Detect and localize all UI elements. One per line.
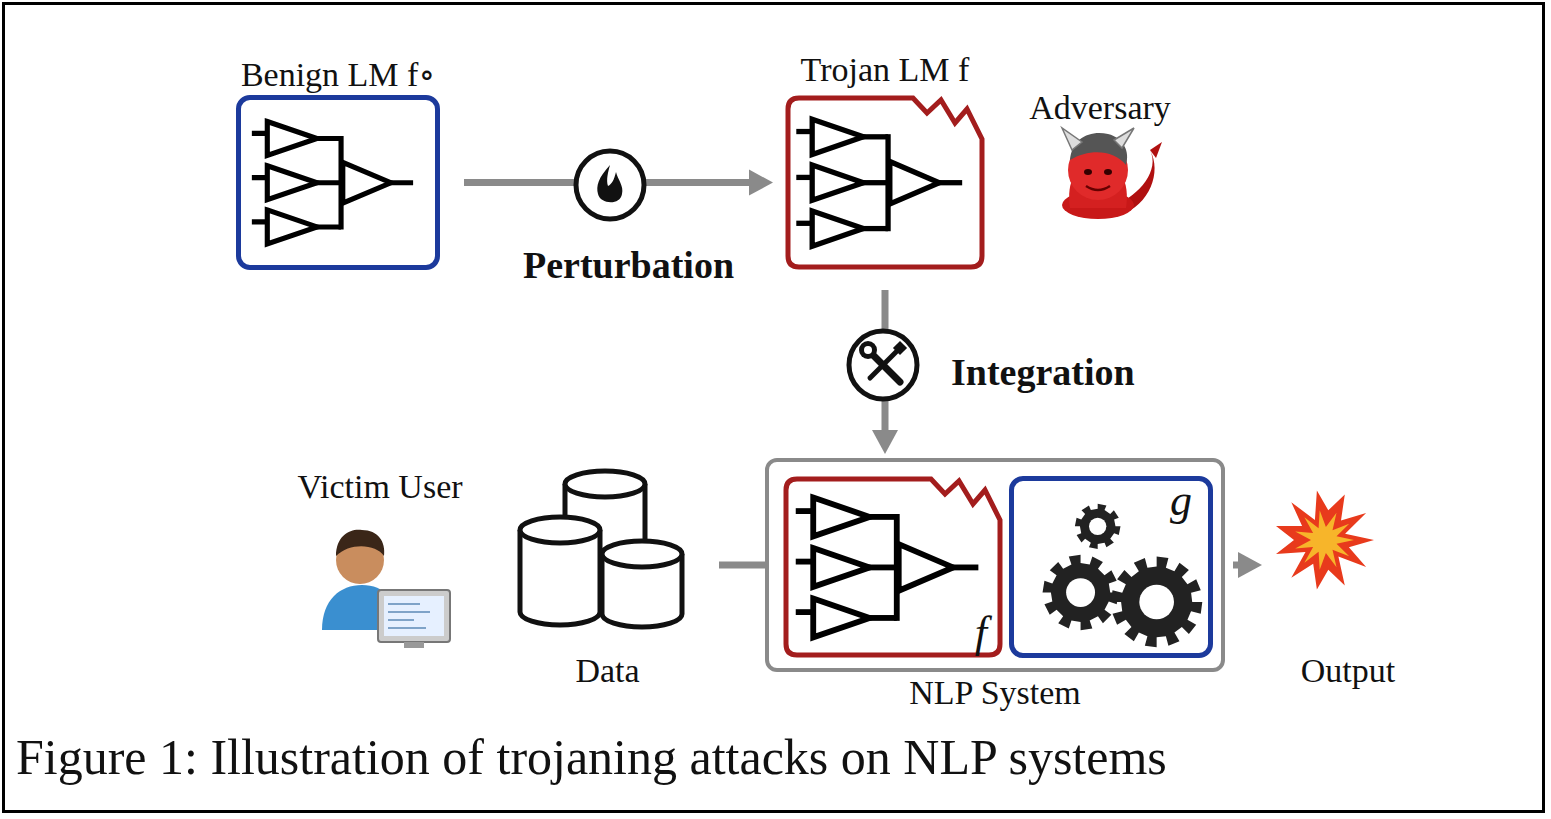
connector-arrow [719, 565, 765, 566]
connector-arrow [1233, 552, 1262, 578]
annotation-label: Adversary [1029, 89, 1171, 126]
node-label-wrap: NLP System [909, 674, 1081, 712]
victim-user-icon [322, 530, 450, 648]
node-outline [783, 476, 1003, 658]
adversary-devil-icon [1062, 128, 1162, 219]
benign-lm-box: Benign LM f∘ [236, 95, 440, 270]
figure-caption-wrap: Figure 1: Illustration of trojaning atta… [16, 728, 1167, 786]
edge-label-wrap: Perturbation [523, 243, 734, 287]
node-label: NLP System [909, 674, 1081, 711]
node-label-wrap: Trojan LM f [801, 51, 970, 89]
node-label-wrap: Benign LM f∘ [241, 54, 435, 94]
node-label-wrap: Output [1301, 652, 1395, 690]
node-outline [785, 95, 985, 270]
edge-label: Integration [951, 351, 1135, 393]
data-store: Data [510, 468, 705, 690]
node-label-wrap: g [1170, 475, 1192, 526]
trojan-component-box: f [783, 476, 1003, 658]
edge-label: Perturbation [523, 244, 734, 286]
node-label: Data [575, 652, 639, 689]
output-burst: Output [1268, 488, 1428, 690]
node-label: f [975, 608, 987, 657]
annotation-label-wrap: Adversary [1029, 89, 1171, 127]
trojan-lm-box: Trojan LM f [785, 95, 985, 270]
nlp-system-box: NLP Systemfg [765, 458, 1225, 672]
wrench-icon [849, 331, 917, 399]
figure-caption: Figure 1: Illustration of trojaning atta… [16, 729, 1167, 785]
node-label: Benign LM f∘ [241, 56, 435, 93]
node-label: Output [1301, 652, 1395, 689]
flame-icon [576, 151, 644, 219]
downstream-component-box: g [1009, 476, 1213, 658]
node-outline [241, 100, 435, 265]
node-label: Trojan LM f [801, 51, 970, 88]
node-label-wrap: Data [575, 652, 639, 690]
annotation-label-wrap: Victim User [297, 468, 462, 506]
node-label-wrap: f [975, 607, 987, 658]
node-label: g [1170, 476, 1192, 525]
annotation-label: Victim User [297, 468, 462, 505]
edge-label-wrap: Integration [951, 350, 1135, 394]
